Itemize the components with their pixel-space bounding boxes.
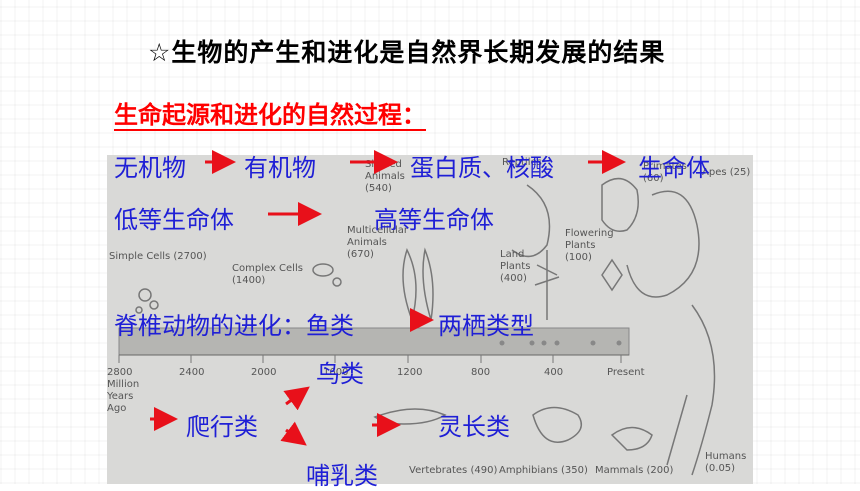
flow-higher-life: 高等生命体 (374, 206, 494, 234)
slide-title: ☆生物的产生和进化是自然界长期发展的结果 (148, 38, 666, 67)
timeline-dots (499, 340, 622, 346)
arrow-reptile-bird (283, 386, 310, 411)
arrow-reptile-mammal (280, 421, 307, 446)
tick-label-800: 800 (471, 367, 491, 378)
timeline-illustration (118, 177, 716, 476)
tick-label-400: 400 (544, 367, 564, 378)
vertebrate-evolution-intro: 脊椎动物的进化：鱼类 (114, 312, 354, 340)
label-apes: Apes (25) (702, 167, 751, 178)
primate-label: 灵长类 (438, 413, 510, 441)
flow-lower-life: 低等生命体 (114, 206, 234, 234)
tick-label-1600: 1600 (323, 367, 349, 378)
tick-label-1200: 1200 (397, 367, 423, 378)
flow-life: 生命体 (638, 154, 710, 182)
flow-inorganic: 无机物 (114, 154, 186, 182)
reptile-label: 爬行类 (186, 413, 258, 441)
label-multicellular: Multicellular Animals (670) (347, 225, 409, 260)
amphibian-type: 两栖类型 (438, 312, 534, 340)
section-heading: 生命起源和进化的自然过程： (114, 101, 426, 129)
label-vertebrates: Vertebrates (490) (409, 465, 498, 476)
organism-sketches (135, 177, 716, 476)
bird-label: 鸟类 (316, 360, 364, 388)
flow-organic: 有机物 (244, 154, 316, 182)
evolution-timeline-figure: Simple Cells (2700) Complex Cells (1400)… (107, 155, 753, 484)
label-primates: Primates (60) (643, 161, 687, 184)
label-reptiles: Reptiles (502, 157, 542, 168)
timeline-ticks (118, 355, 622, 363)
flow-protein-nucleic: 蛋白质、核酸 (410, 154, 554, 182)
label-land-plants: Land Plants (400) (500, 249, 531, 284)
label-mammals: Mammals (200) (595, 465, 674, 476)
tick-label-2800: 2800 Million Years Ago (107, 367, 140, 414)
tick-label-2400: 2400 (179, 367, 205, 378)
label-complex-cells: Complex Cells (1400) (232, 263, 303, 286)
label-simple-cells: Simple Cells (2700) (109, 251, 207, 262)
tick-label-2000: 2000 (251, 367, 277, 378)
tick-label-present: Present (607, 367, 645, 378)
label-flowering: Flowering Plants (100) (565, 228, 614, 263)
label-amphibians: Amphibians (350) (499, 465, 588, 476)
mammal-label: 哺乳类 (306, 462, 378, 490)
label-humans: Humans (0.05) (705, 451, 747, 474)
